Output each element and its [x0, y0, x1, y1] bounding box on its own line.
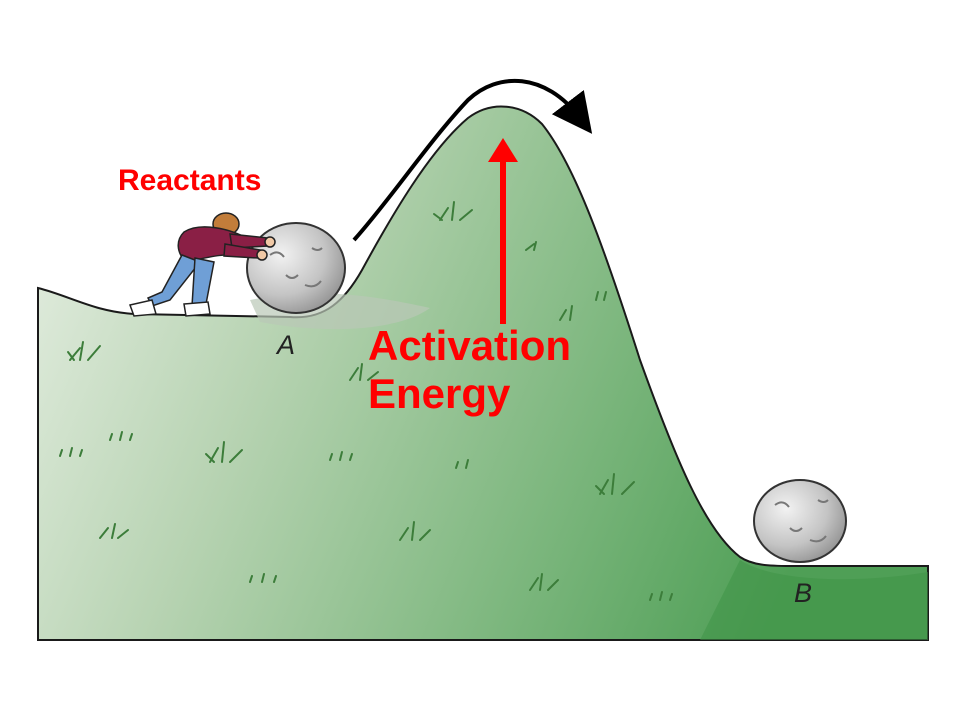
arrow-up-icon [488, 138, 518, 324]
point-b-label: B [794, 578, 813, 608]
activation-energy-label: Activation Energy [368, 322, 571, 418]
reactants-label: Reactants [118, 164, 262, 197]
activation-energy-line1: Activation [368, 322, 572, 369]
curved-path-arrow-icon [352, 78, 593, 242]
point-a-label: A [277, 330, 296, 360]
grass-tufts [59, 201, 673, 601]
activation-energy-line2: Energy [368, 370, 511, 417]
person-pushing-icon [129, 212, 276, 317]
boulder-a-icon [246, 222, 346, 314]
boulder-b-icon [753, 479, 847, 563]
valley-shadow [700, 560, 928, 640]
